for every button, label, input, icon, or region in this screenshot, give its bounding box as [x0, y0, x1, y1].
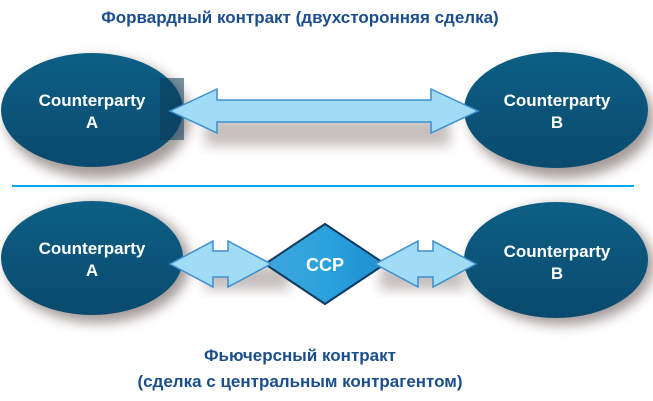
double-arrow-icon [373, 239, 478, 289]
node-label-line2: B [551, 113, 563, 132]
node-label-line2: A [86, 261, 98, 280]
futures-contract-subtitle: (сделка с центральным контрагентом) [137, 372, 462, 391]
ccp-node: CCP [263, 222, 387, 306]
counterparty-b-node-futures: Counterparty B [464, 202, 648, 318]
futures-contract-title: Фьючерсный контракт [204, 346, 396, 365]
counterparty-a-node-futures: Counterparty A [1, 201, 183, 315]
node-label-line2: A [86, 113, 98, 132]
node-label-line1: Counterparty [504, 242, 611, 261]
counterparty-b-node-forward: Counterparty B [464, 52, 648, 168]
double-arrow-icon [168, 87, 480, 135]
ccp-label: CCP [306, 255, 344, 275]
node-label-line2: B [551, 264, 563, 283]
node-label-line1: Counterparty [504, 91, 611, 110]
forward-contract-title: Форвардный контракт (двухсторонняя сделк… [101, 8, 498, 27]
node-label-line1: Counterparty [39, 239, 146, 258]
node-label-line1: Counterparty [39, 91, 146, 110]
counterparty-a-node-forward: Counterparty A [1, 53, 184, 167]
double-arrow-icon [168, 239, 273, 289]
